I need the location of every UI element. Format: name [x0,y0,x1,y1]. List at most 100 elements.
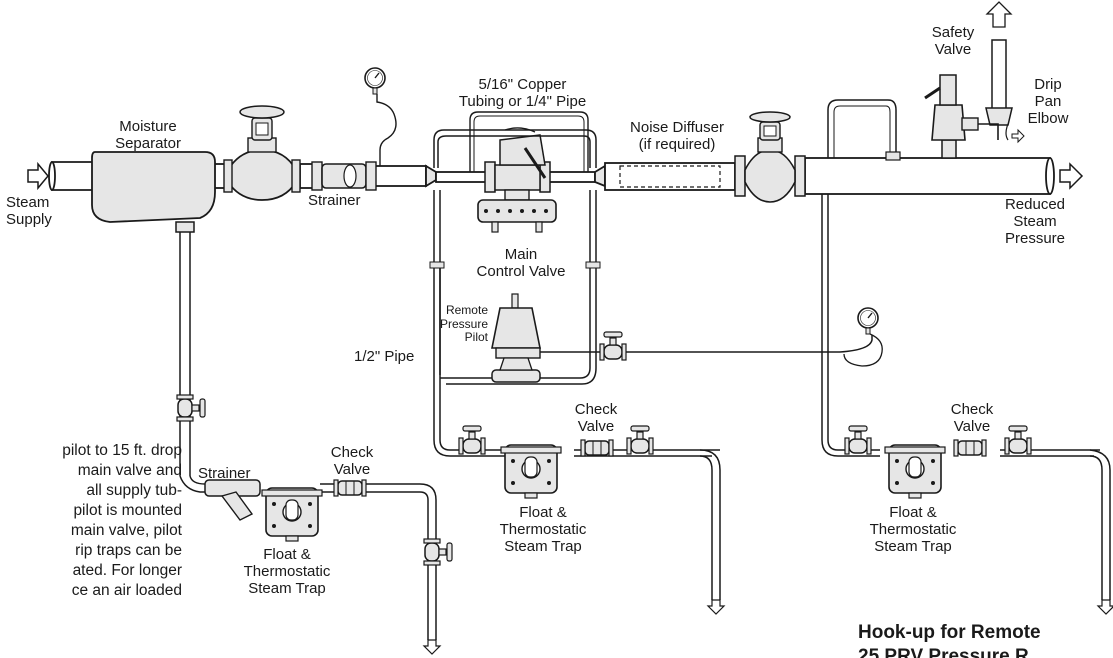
label-line: Valve [333,461,371,478]
label-line: Tubing or 1/4" Pipe [458,93,587,110]
ft-trap-left [261,487,323,542]
label-line: Float & [263,546,311,563]
copper-tubing [469,111,589,172]
gauge-siphon-remote [843,333,883,367]
reduced-pressure-arrow [1059,162,1084,190]
label-line: Drip [1034,76,1062,93]
label-line: Reduced [1004,196,1066,213]
label-main-control-valve: Main Control Valve [458,246,584,280]
paragraph-line: main valve and [77,462,182,479]
label-ft-trap-mid: Float & Thermostatic Steam Trap [478,504,608,555]
label-line: Valve [934,41,972,58]
paragraph-line: main valve, pilot [70,522,182,539]
main-control-valve [477,127,557,233]
label-check-valve-right: Check Valve [942,401,1002,435]
label-line: 5/16" Copper [478,76,567,93]
gauge-siphon-top [376,94,397,166]
label-line: Valve [953,418,991,435]
label-ft-trap-right: Float & Thermostatic Steam Trap [848,504,978,555]
label-line: Check [330,444,374,461]
strainer-left [204,479,261,521]
label-line: Noise Diffuser [630,119,724,136]
vent-arrow [985,1,1013,28]
drain-arrow-right [1097,599,1113,615]
label-ft-trap-left: Float & Thermostatic Steam Trap [222,546,352,597]
sensing-line-valve [599,331,627,361]
paragraph-line: ce an air loaded [71,582,182,599]
label-line: Steam [1013,213,1057,230]
ft-trap-mid [500,444,562,499]
pressure-gauge-icon-remote [857,307,879,335]
label-safety-valve: Safety Valve [918,24,988,58]
label-moisture-separator: Moisture Separator [98,118,198,152]
steam-supply-arrow [27,161,49,191]
label-copper-tubing: 5/16" Copper Tubing or 1/4" Pipe [430,76,615,110]
label-line: Thermostatic [499,521,587,538]
label-strainer-top: Strainer [308,192,361,209]
right-inlet-valve [844,425,872,455]
label-remote-pressure-pilot: Remote Pressure Pilot [440,303,489,345]
label-line: Elbow [1027,110,1069,127]
drip-leg-loop [827,99,897,158]
label-reduced-steam-pressure: Reduced Steam Pressure [985,196,1085,247]
label-check-valve-left: Check Valve [324,444,380,478]
caption-line-1: Hook-up for Remote [858,622,1041,643]
label-line: Thermostatic [243,563,331,580]
left-drip-line [179,232,437,640]
label-line: Pressure [1004,230,1066,247]
label-line: Pressure [440,316,489,331]
label-drip-pan-elbow: Drip Pan Elbow [1018,76,1078,127]
ft-trap-right [884,444,946,499]
label-half-inch-pipe: 1/2" Pipe [354,348,415,365]
label-line: Supply [6,211,52,228]
label-line: Float & [889,504,937,521]
caption-line-2: 25 PRV Pressure R [858,646,1029,658]
label-line: Check [950,401,994,418]
paragraph-line: rip traps can be [75,542,182,559]
side-paragraph: pilot to 15 ft. drop main valve and all … [0,441,182,601]
label-line: Steam Trap [248,580,326,597]
label-line: Steam [6,194,50,211]
stop-valve [223,105,301,201]
paragraph-line: pilot to 15 ft. drop [62,442,182,459]
drip-pan-elbow [978,39,1013,141]
safety-valve [924,74,979,159]
mid-outlet-valve [626,425,654,455]
strainer-top [311,161,377,191]
mid-inlet-valve [458,425,486,455]
check-valve-mid [580,439,614,457]
paragraph-line: pilot is mounted [73,502,182,519]
check-valve-right [953,439,987,457]
moisture-separator [91,151,216,233]
label-line: Separator [115,135,181,152]
label-line: Remote [445,303,488,317]
label-line: Steam Trap [874,538,952,555]
check-valve-left [333,479,367,497]
drip-arrow [1011,128,1025,144]
outlet-valve [734,111,806,203]
label-check-valve-mid: Check Valve [566,401,626,435]
label-line: Control Valve [476,263,566,280]
label-line: Steam Trap [504,538,582,555]
label-line: Thermostatic [869,521,957,538]
main-steam-line [48,157,1055,195]
remote-pressure-pilot [491,293,541,383]
label-line: Main [504,246,538,263]
label-line: Pilot [464,330,488,344]
left-outlet-valve [423,538,453,566]
label-strainer-left: Strainer [198,465,251,482]
label-line: Pan [1034,93,1062,110]
right-outlet-valve [1004,425,1032,455]
label-line: Check [574,401,618,418]
right-drip-line [821,194,1111,600]
pressure-gauge-icon [364,67,386,95]
label-steam-supply: Steam Supply [6,194,52,228]
label-line: Float & [519,504,567,521]
caption-clip: Hook-up for Remote 25 PRV Pressure R [0,622,1113,658]
label-line: Valve [577,418,615,435]
label-line: (if required) [638,136,716,153]
label-line: Moisture [119,118,177,135]
paragraph-line: ated. For longer [72,562,182,579]
paragraph-line: all supply tub- [86,482,182,499]
